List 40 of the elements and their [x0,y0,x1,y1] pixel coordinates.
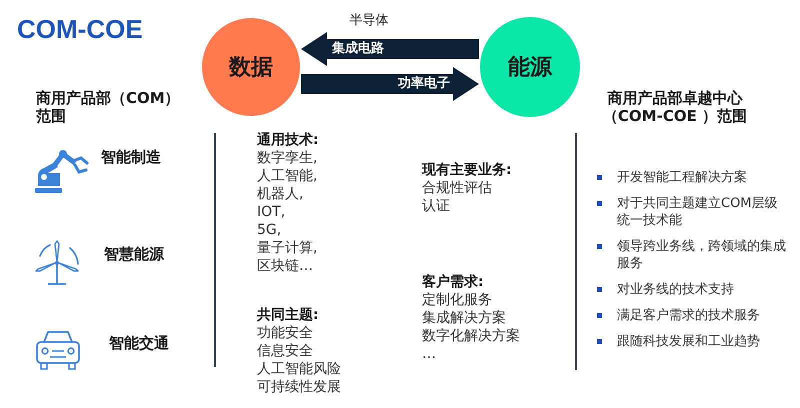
list-item: 定制化服务 [422,291,492,309]
list-item: 数字化解决方案 [422,327,520,345]
list-item: 区块链… [257,257,313,275]
list-item: 合规性评估 [422,179,492,197]
arrow [301,67,479,101]
list-item: 领导跨业务线，跨领域的集成服务 [617,238,787,272]
list-item: 满足客户需求的技术服务 [617,307,761,324]
list-item: 对于共同主题建立COM层级统一技术能 [617,195,779,229]
section-heading: 商用产品部卓越中心（COM-COE ）范围 [602,89,748,125]
list-item: 开发智能工程解决方案 [617,169,748,186]
list-item: 认证 [422,197,450,215]
list-item: 数字孪生, [257,149,318,167]
edge-label: 集成电路 [332,41,384,57]
list-item: 机器人, [257,185,304,203]
list-item: IOT, [257,203,286,221]
list-item: 量子计算, [257,239,318,257]
list-heading: 客户需求: [422,273,484,291]
list-item: 人工智能风险 [257,360,341,378]
arrow [301,32,479,66]
field-label: 智慧能源 [104,245,164,263]
list-item: 可持续性发展 [257,378,341,396]
list-item: 5G, [257,221,282,239]
list-item: 信息安全 [257,342,313,360]
list-heading: 通用技术: [257,131,319,149]
node-label: 能源 [508,54,552,82]
node-label: 数据 [229,54,273,82]
annotation: 半导体 [350,13,388,29]
list-item: 人工智能, [257,167,318,185]
list-heading: 共同主题: [257,306,319,324]
list-heading: 现有主要业务: [422,161,512,179]
field-label: 智能制造 [101,148,161,166]
edge-label: 功率电子 [398,76,450,92]
list-item: 功能安全 [257,324,313,342]
list-item: … [422,345,436,363]
section-heading: 商用产品部（COM）范围 [36,89,181,125]
title: COM-COE [17,14,143,44]
list-item: 对业务线的技术支持 [617,281,735,298]
field-label: 智能交通 [109,334,169,352]
list-item: 集成解决方案 [422,309,506,327]
list-item: 跟随科技发展和工业趋势 [617,333,761,350]
